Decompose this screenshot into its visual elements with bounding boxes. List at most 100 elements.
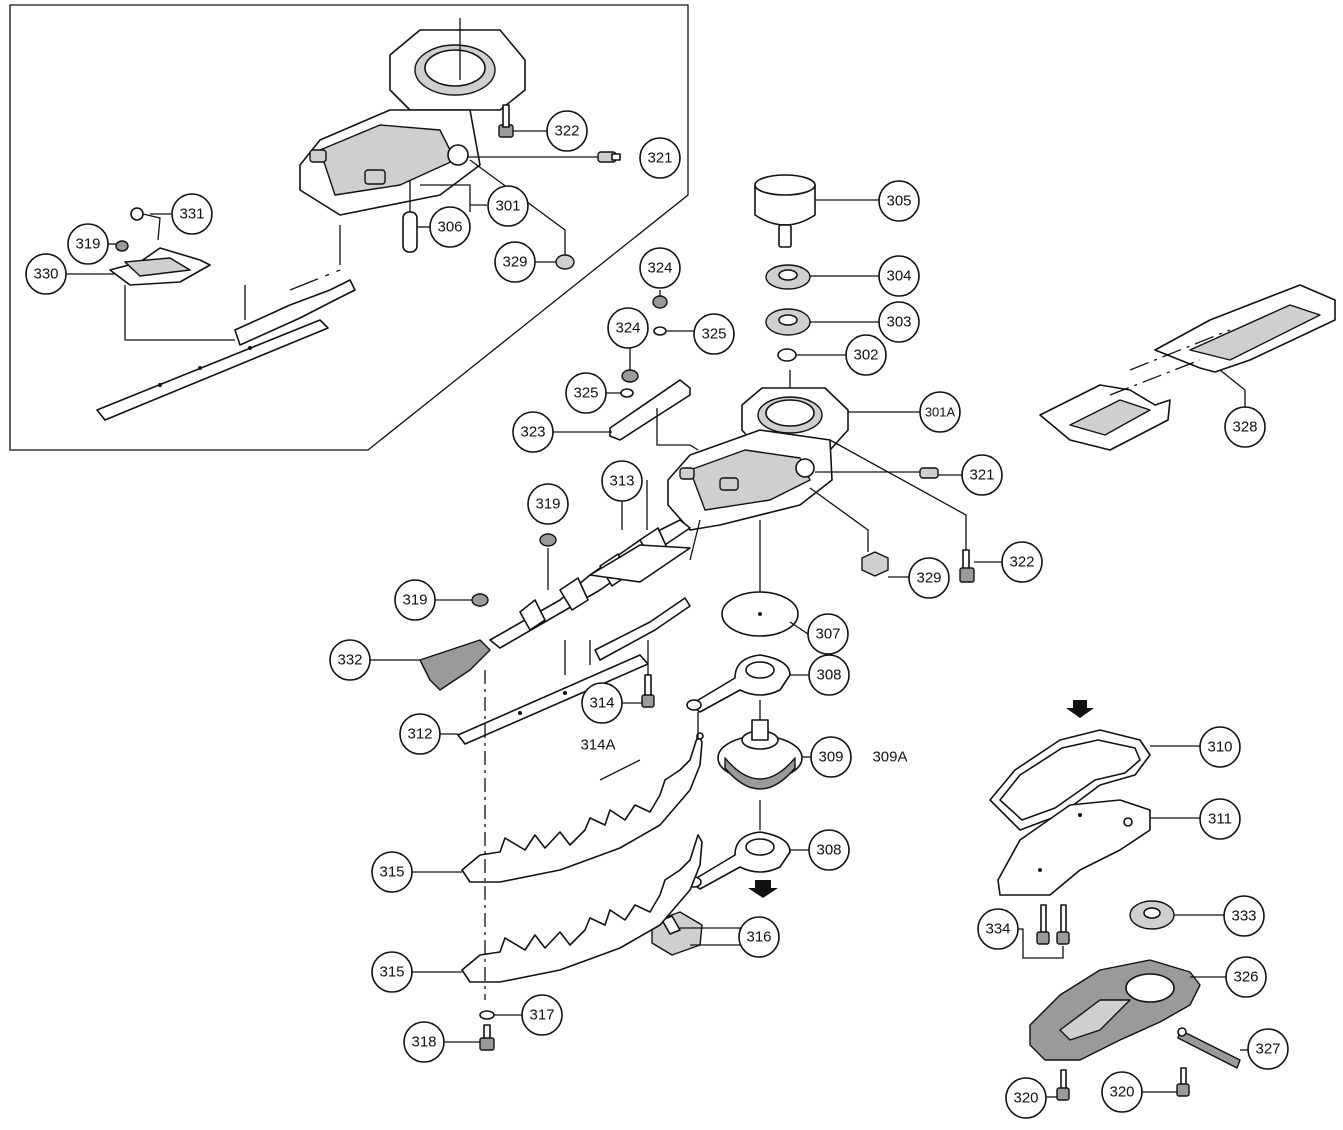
label-314A: 314A [580,737,615,754]
callout-308-a: 308 [808,654,850,696]
callout-302: 302 [845,334,887,376]
svg-text:332: 332 [337,652,362,669]
callout-313: 313 [601,460,643,502]
callout-327: 327 [1247,1028,1289,1070]
callout-332: 332 [329,639,371,681]
callout-329-top: 329 [494,241,536,283]
svg-text:322: 322 [1009,554,1034,571]
arrow-down-right-icon [1066,700,1094,718]
callout-322-mid: 322 [1001,541,1043,583]
svg-text:316: 316 [746,929,771,946]
callout-319-top: 319 [67,223,109,265]
callout-306: 306 [429,206,471,248]
svg-text:301A: 301A [925,405,956,420]
svg-text:330: 330 [33,266,58,283]
callout-334: 334 [977,908,1019,950]
plate-323-icon [609,379,691,441]
svg-text:333: 333 [1231,908,1256,925]
callout-333: 333 [1223,895,1265,937]
inset-gear-case-icon [299,29,526,216]
callout-319-left: 319 [394,579,436,621]
svg-text:319: 319 [75,236,100,253]
inset-screw-331-icon [130,207,161,241]
svg-text:320: 320 [1109,1084,1134,1101]
inset-frame [9,4,689,451]
rod-327-icon [1177,1027,1241,1069]
inset-bolt-322-icon [498,104,514,138]
washer-325-b-icon [620,388,634,398]
svg-text:308: 308 [816,667,841,684]
callout-308-b: 308 [808,829,850,871]
callout-324-a: 324 [639,247,681,289]
nut-324-a-icon [652,295,668,309]
callout-312: 312 [399,713,441,755]
svg-text:315: 315 [379,864,404,881]
svg-text:322: 322 [554,123,579,140]
callout-303: 303 [878,301,920,343]
label-309A: 309A [872,749,907,766]
callout-315-a: 315 [371,851,413,893]
bearing-304-icon [765,264,811,290]
svg-text:324: 324 [615,320,640,337]
gear-case-301A-icon [667,387,849,531]
callout-318: 318 [403,1021,445,1063]
svg-text:311: 311 [1208,811,1232,828]
svg-text:312: 312 [407,726,432,743]
callout-317: 317 [521,994,563,1036]
blade-315-b-icon [461,834,703,983]
svg-text:324: 324 [647,260,672,277]
svg-text:306: 306 [437,219,462,236]
svg-text:309: 309 [818,749,843,766]
svg-text:315: 315 [379,964,404,981]
plate-308-b-icon [686,831,791,890]
inset-blade-bar-icon [96,279,356,421]
bolt-318-icon [479,1024,495,1051]
svg-text:328: 328 [1232,419,1257,436]
callout-321-top: 321 [639,137,681,179]
svg-text:310: 310 [1207,739,1232,756]
screw-334-icon [1036,904,1070,945]
callout-315-b: 315 [371,951,413,993]
svg-text:317: 317 [529,1007,554,1024]
callout-316: 316 [738,916,780,958]
svg-text:303: 303 [886,314,911,331]
callout-320-a: 320 [1005,1077,1047,1119]
inset-pin-306-icon [402,211,418,253]
svg-text:313: 313 [609,473,634,490]
svg-text:319: 319 [402,592,427,609]
callout-323: 323 [512,411,554,453]
svg-text:327: 327 [1255,1041,1280,1058]
svg-text:304: 304 [886,268,911,285]
nut-319-mid-icon [539,533,557,547]
svg-text:325: 325 [701,326,726,343]
callout-325-b: 325 [565,372,607,414]
svg-text:331: 331 [179,206,204,223]
inset-grease-fitting-321-icon [597,151,621,163]
bearing-303-icon [765,308,811,336]
svg-text:329: 329 [916,570,941,587]
bearing-333-icon [1129,900,1175,930]
svg-text:321: 321 [969,467,994,484]
inset-bracket-330-icon [109,247,211,286]
svg-text:326: 326 [1233,969,1258,986]
callout-301: 301 [487,185,529,227]
arrow-down-mid-icon [748,880,778,898]
callout-314: 314 [581,682,623,724]
callout-326: 326 [1225,956,1267,998]
callout-321-mid: 321 [961,454,1003,496]
svg-text:329: 329 [502,254,527,271]
svg-text:314: 314 [589,695,614,712]
callout-331: 331 [171,193,213,235]
nut-319-left-icon [471,593,489,607]
screw-320-b-icon [1176,1067,1190,1097]
callout-310: 310 [1199,726,1241,768]
screw-320-a-icon [1056,1069,1070,1101]
callout-322-top: 322 [546,110,588,152]
bolt-322-icon [959,549,975,583]
callout-320-b: 320 [1101,1071,1143,1113]
svg-text:334: 334 [985,921,1010,938]
grease-fitting-321-icon [919,467,939,479]
callout-328: 328 [1224,406,1266,448]
callout-307: 307 [807,613,849,655]
